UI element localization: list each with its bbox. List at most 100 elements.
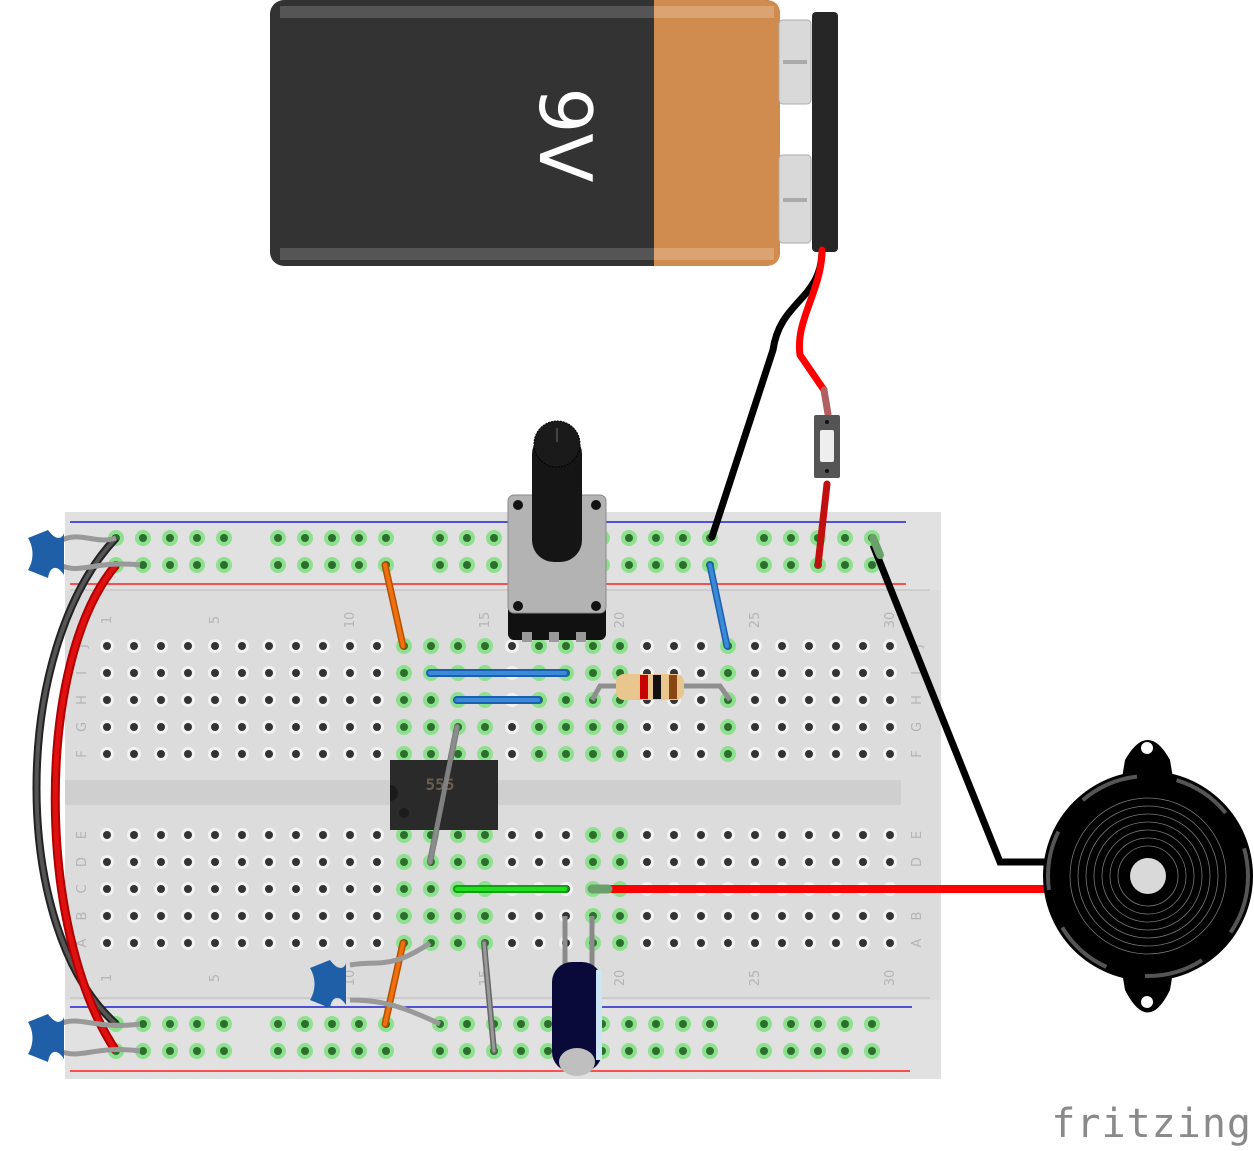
breadboard-hole[interactable]: [346, 750, 354, 758]
breadboard-hole[interactable]: [670, 642, 678, 650]
breadboard-hole[interactable]: [346, 831, 354, 839]
breadboard-hole[interactable]: [400, 912, 408, 920]
rail-hole[interactable]: [463, 1020, 471, 1028]
rail-hole[interactable]: [652, 1020, 660, 1028]
breadboard-hole[interactable]: [562, 696, 570, 704]
pot-knob[interactable]: [533, 420, 581, 468]
breadboard-hole[interactable]: [157, 696, 165, 704]
ceramic-capacitor-bottom-left[interactable]: [28, 1014, 141, 1062]
breadboard-hole[interactable]: [535, 858, 543, 866]
breadboard-hole[interactable]: [805, 831, 813, 839]
breadboard-hole[interactable]: [643, 642, 651, 650]
switch-button[interactable]: [820, 430, 834, 462]
breadboard-hole[interactable]: [211, 696, 219, 704]
breadboard-hole[interactable]: [697, 642, 705, 650]
breadboard-hole[interactable]: [805, 642, 813, 650]
breadboard-hole[interactable]: [886, 696, 894, 704]
rail-hole[interactable]: [679, 1047, 687, 1055]
breadboard-hole[interactable]: [643, 939, 651, 947]
breadboard-hole[interactable]: [508, 723, 516, 731]
breadboard-hole[interactable]: [373, 939, 381, 947]
breadboard-hole[interactable]: [238, 642, 246, 650]
breadboard-hole[interactable]: [238, 723, 246, 731]
breadboard-hole[interactable]: [346, 939, 354, 947]
breadboard-hole[interactable]: [697, 939, 705, 947]
breadboard-hole[interactable]: [508, 939, 516, 947]
breadboard-hole[interactable]: [562, 831, 570, 839]
breadboard-hole[interactable]: [103, 696, 111, 704]
breadboard-hole[interactable]: [589, 750, 597, 758]
breadboard-hole[interactable]: [535, 723, 543, 731]
breadboard-hole[interactable]: [454, 642, 462, 650]
rail-hole[interactable]: [301, 534, 309, 542]
breadboard-hole[interactable]: [832, 696, 840, 704]
breadboard-hole[interactable]: [238, 669, 246, 677]
breadboard-hole[interactable]: [346, 696, 354, 704]
rail-hole[interactable]: [139, 1020, 147, 1028]
electrolytic-capacitor[interactable]: [552, 916, 602, 1076]
breadboard-hole[interactable]: [751, 831, 759, 839]
rail-hole[interactable]: [436, 561, 444, 569]
breadboard-hole[interactable]: [292, 669, 300, 677]
breadboard-hole[interactable]: [481, 723, 489, 731]
breadboard-hole[interactable]: [184, 750, 192, 758]
rail-hole[interactable]: [166, 1020, 174, 1028]
breadboard-hole[interactable]: [535, 912, 543, 920]
breadboard-hole[interactable]: [319, 750, 327, 758]
rail-hole[interactable]: [436, 534, 444, 542]
breadboard-hole[interactable]: [805, 858, 813, 866]
breadboard-hole[interactable]: [265, 696, 273, 704]
breadboard-hole[interactable]: [454, 858, 462, 866]
breadboard-hole[interactable]: [130, 858, 138, 866]
breadboard-hole[interactable]: [562, 723, 570, 731]
breadboard-hole[interactable]: [319, 669, 327, 677]
rail-hole[interactable]: [355, 561, 363, 569]
breadboard-hole[interactable]: [211, 885, 219, 893]
breadboard-hole[interactable]: [859, 939, 867, 947]
breadboard-hole[interactable]: [265, 858, 273, 866]
breadboard-hole[interactable]: [751, 912, 759, 920]
breadboard-hole[interactable]: [211, 750, 219, 758]
breadboard-hole[interactable]: [346, 669, 354, 677]
breadboard-hole[interactable]: [292, 939, 300, 947]
breadboard-hole[interactable]: [292, 696, 300, 704]
breadboard-hole[interactable]: [211, 669, 219, 677]
rail-hole[interactable]: [787, 1020, 795, 1028]
breadboard-hole[interactable]: [508, 750, 516, 758]
breadboard-hole[interactable]: [670, 723, 678, 731]
potentiometer[interactable]: [507, 420, 607, 642]
breadboard-hole[interactable]: [481, 831, 489, 839]
breadboard-hole[interactable]: [778, 669, 786, 677]
breadboard-hole[interactable]: [103, 723, 111, 731]
breadboard-hole[interactable]: [373, 831, 381, 839]
breadboard-hole[interactable]: [373, 723, 381, 731]
breadboard-hole[interactable]: [751, 642, 759, 650]
breadboard-hole[interactable]: [238, 858, 246, 866]
breadboard-hole[interactable]: [481, 750, 489, 758]
breadboard-hole[interactable]: [373, 696, 381, 704]
breadboard-hole[interactable]: [778, 858, 786, 866]
rail-hole[interactable]: [787, 1047, 795, 1055]
rail-hole[interactable]: [274, 1047, 282, 1055]
breadboard-hole[interactable]: [265, 669, 273, 677]
breadboard-hole[interactable]: [373, 858, 381, 866]
breadboard-hole[interactable]: [184, 831, 192, 839]
breadboard-hole[interactable]: [238, 912, 246, 920]
breadboard-hole[interactable]: [238, 885, 246, 893]
breadboard-hole[interactable]: [535, 831, 543, 839]
rail-hole[interactable]: [787, 534, 795, 542]
rail-hole[interactable]: [517, 1047, 525, 1055]
breadboard-hole[interactable]: [265, 912, 273, 920]
breadboard-hole[interactable]: [130, 723, 138, 731]
breadboard-hole[interactable]: [319, 723, 327, 731]
rail-hole[interactable]: [139, 561, 147, 569]
breadboard-hole[interactable]: [778, 912, 786, 920]
battery-9v[interactable]: 9V: [270, 0, 838, 266]
breadboard-hole[interactable]: [778, 723, 786, 731]
breadboard-hole[interactable]: [886, 723, 894, 731]
rail-hole[interactable]: [193, 1047, 201, 1055]
breadboard-hole[interactable]: [454, 912, 462, 920]
breadboard-hole[interactable]: [454, 750, 462, 758]
breadboard-hole[interactable]: [130, 912, 138, 920]
breadboard-hole[interactable]: [616, 642, 624, 650]
